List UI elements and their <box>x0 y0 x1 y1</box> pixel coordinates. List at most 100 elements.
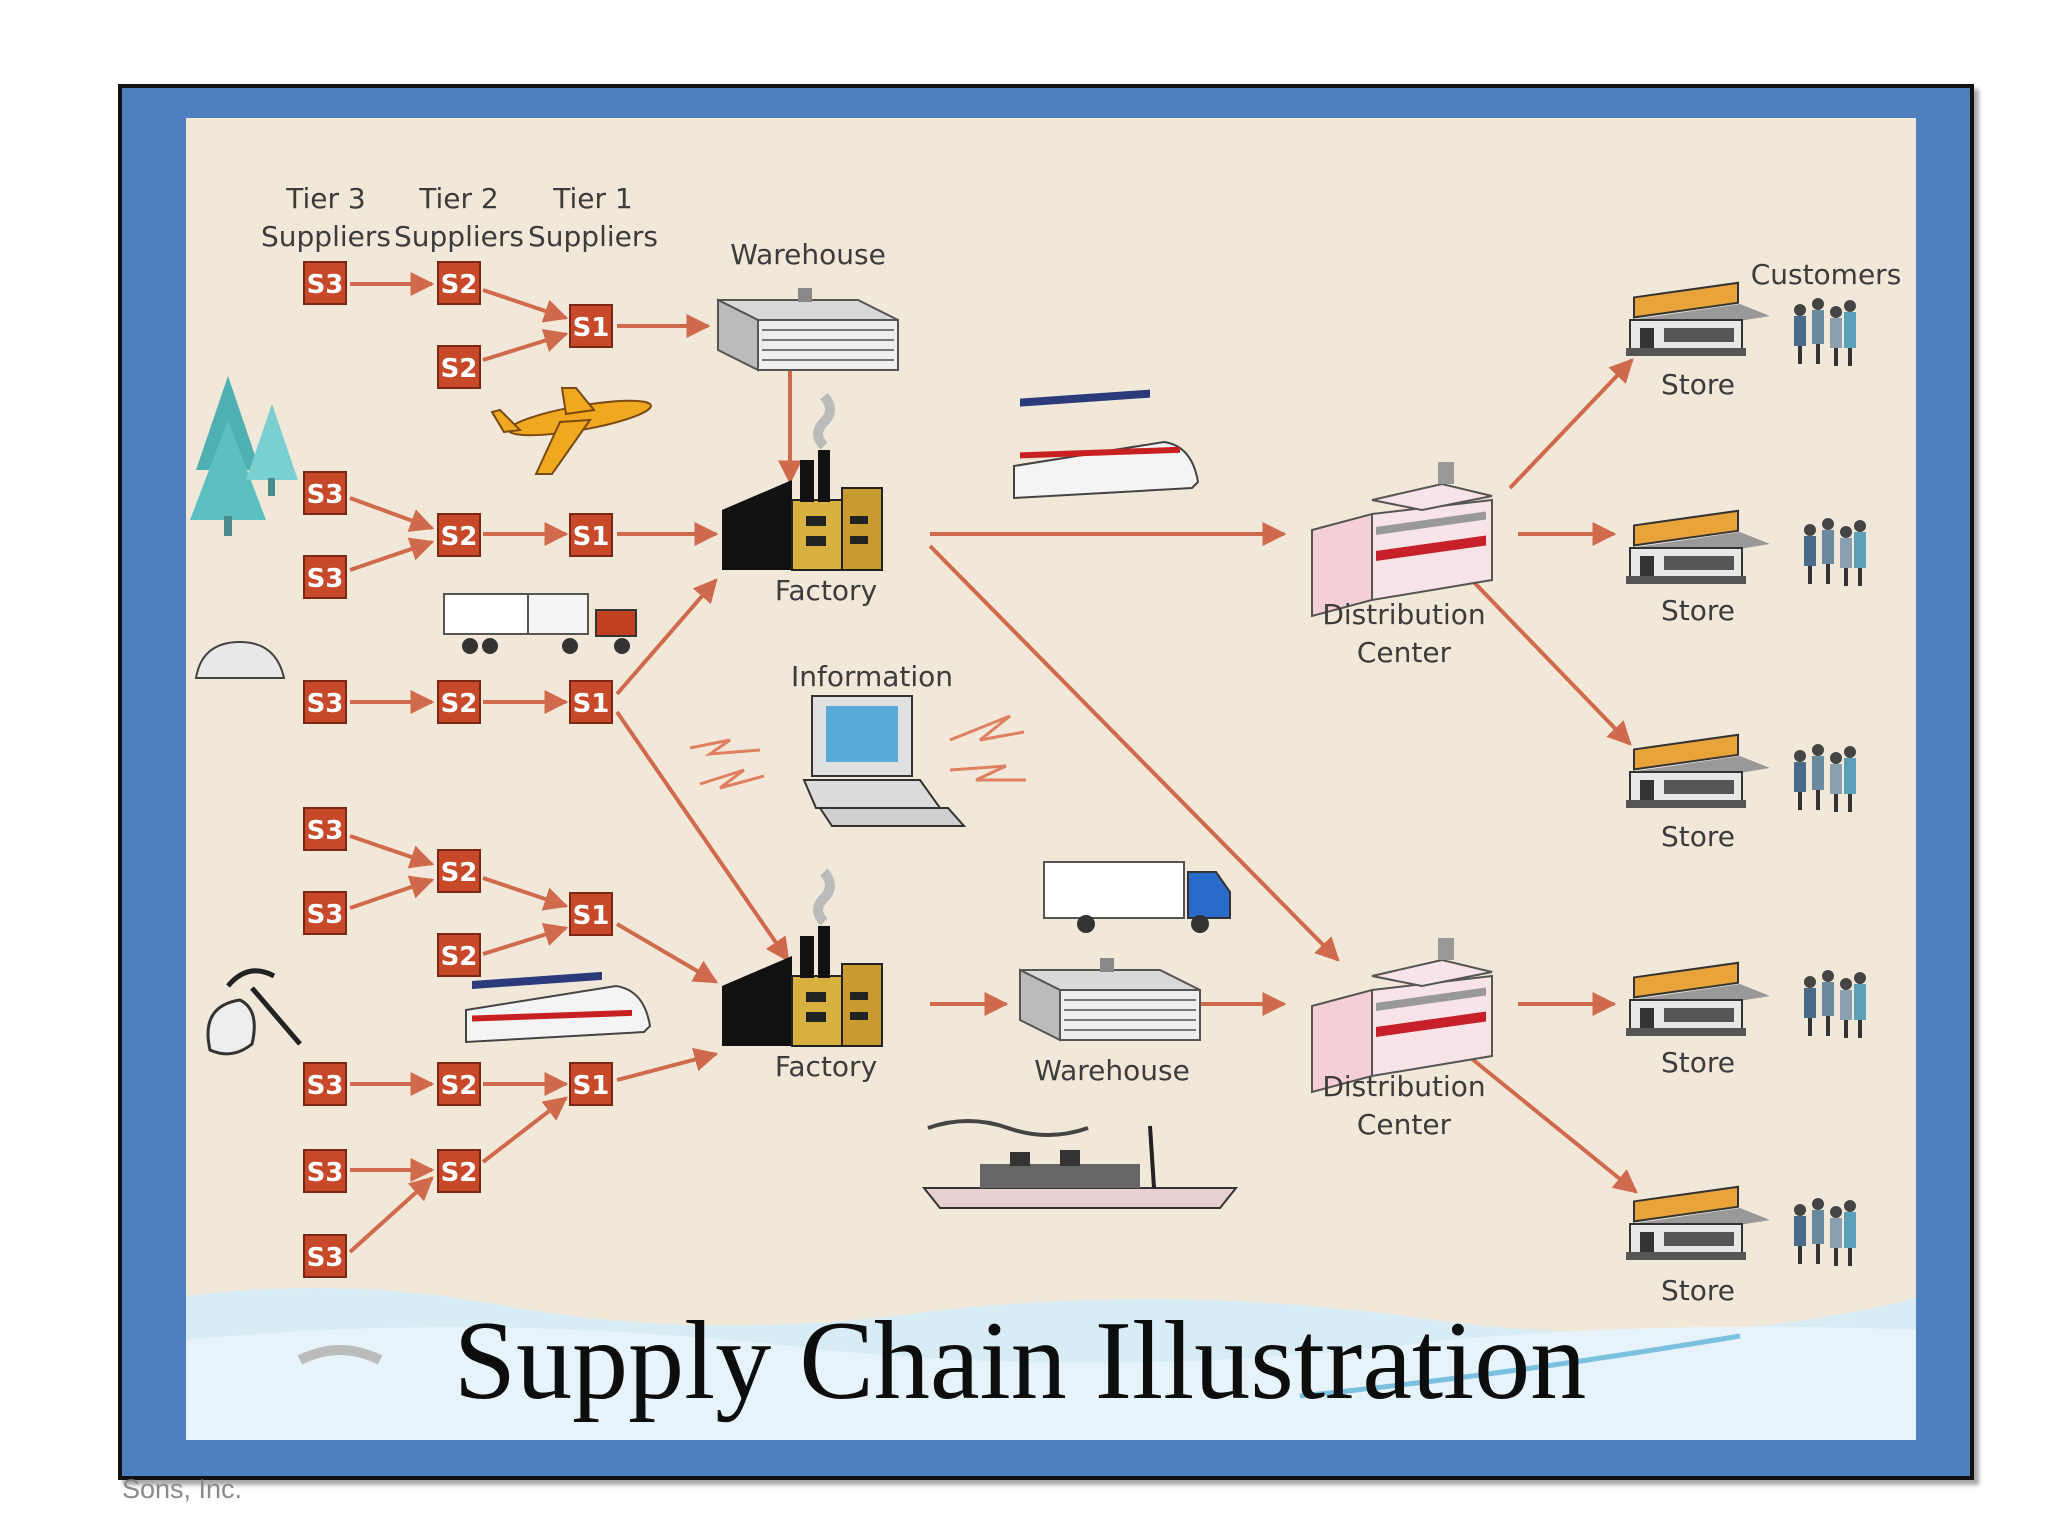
arrow <box>349 496 435 532</box>
customers-icon <box>1804 518 1866 586</box>
rock-icon <box>194 640 286 679</box>
store-icon <box>1625 961 1771 1037</box>
svg-text:S2: S2 <box>441 942 478 972</box>
store-icon <box>1625 509 1771 585</box>
store-label: Store <box>1661 1274 1735 1307</box>
supply-chain-diagram: Tier 3 Suppliers Tier 2 Suppliers Tier 1… <box>186 182 1916 1440</box>
svg-text:Tier 1: Tier 1 <box>552 182 632 215</box>
supplier-box-s3: S3 <box>303 680 347 724</box>
svg-text:Suppliers: Suppliers <box>261 220 391 253</box>
svg-text:S1: S1 <box>573 901 610 931</box>
arrow <box>615 710 790 962</box>
arrow <box>349 875 435 910</box>
flow-arrows <box>348 272 1638 1254</box>
svg-text:S3: S3 <box>307 1071 344 1101</box>
svg-text:Tier 2: Tier 2 <box>418 182 498 215</box>
tree-icon <box>190 376 298 536</box>
store-label: Store <box>1661 368 1735 401</box>
arrow <box>1464 572 1632 746</box>
supplier-box-s2: S2 <box>437 1062 481 1106</box>
airplane-icon <box>490 387 652 475</box>
arrow <box>349 537 435 572</box>
supplier-box-s3: S3 <box>303 1062 347 1106</box>
svg-text:S1: S1 <box>573 522 610 552</box>
supplier-box-s1: S1 <box>569 304 613 348</box>
supplier-box-s2: S2 <box>437 1149 481 1193</box>
arrow <box>482 288 569 323</box>
information-label: Information <box>791 660 953 693</box>
svg-text:S3: S3 <box>307 564 344 594</box>
factory-label: Factory <box>775 1050 877 1083</box>
svg-text:Suppliers: Suppliers <box>528 220 658 253</box>
svg-text:S2: S2 <box>441 858 478 888</box>
svg-text:Center: Center <box>1357 1108 1452 1141</box>
warehouse-icon <box>1019 957 1201 1041</box>
supplier-box-s1: S1 <box>569 1062 613 1106</box>
distribution-center-label: Distribution Center <box>1322 1070 1485 1141</box>
svg-text:Tier 3: Tier 3 <box>285 182 365 215</box>
arrow <box>481 1096 568 1164</box>
arrow <box>928 544 1340 962</box>
store-icon <box>1625 1185 1771 1261</box>
store-icon <box>1625 281 1771 357</box>
arrow <box>349 834 435 869</box>
supplier-box-s1: S1 <box>569 680 613 724</box>
distribution-center-icon <box>1311 937 1493 1093</box>
arrow <box>348 1176 434 1254</box>
supplier-box-s3: S3 <box>303 807 347 851</box>
svg-text:S2: S2 <box>441 1071 478 1101</box>
svg-text:Distribution: Distribution <box>1322 1070 1485 1103</box>
store-icon <box>1625 733 1771 809</box>
supplier-box-s1: S1 <box>569 513 613 557</box>
svg-text:S2: S2 <box>441 354 478 384</box>
tier1-header: Tier 1 Suppliers <box>528 182 658 253</box>
store-label: Store <box>1661 594 1735 627</box>
water-decoration <box>186 1288 1916 1440</box>
arrow <box>482 923 569 956</box>
svg-text:S2: S2 <box>441 1158 478 1188</box>
customers-icon <box>1794 1198 1856 1266</box>
customers-label: Customers <box>1751 258 1902 291</box>
svg-text:S3: S3 <box>307 900 344 930</box>
copyright-credit: Sons, Inc. <box>122 1474 243 1504</box>
arrow <box>1454 1044 1638 1194</box>
computer-icon <box>689 695 1026 827</box>
train-icon <box>465 971 652 1044</box>
svg-text:S3: S3 <box>307 480 344 510</box>
distribution-center-label: Distribution Center <box>1322 598 1485 669</box>
factory-label: Factory <box>775 574 877 607</box>
svg-text:S3: S3 <box>307 689 344 719</box>
arrow <box>482 329 569 362</box>
arrow <box>615 922 719 984</box>
supplier-boxes: S3 S2 S2 S1 S3 S3 S2 S1 S3 S2 S1 S3 S3 S… <box>303 261 613 1278</box>
supplier-box-s2: S2 <box>437 933 481 977</box>
supplier-box-s3: S3 <box>303 471 347 515</box>
svg-text:S2: S2 <box>441 689 478 719</box>
supplier-box-s2: S2 <box>437 345 481 389</box>
supplier-box-s2: S2 <box>437 680 481 724</box>
svg-text:S1: S1 <box>573 1071 610 1101</box>
supplier-box-s2: S2 <box>437 849 481 893</box>
supplier-box-s2: S2 <box>437 261 481 305</box>
svg-text:Suppliers: Suppliers <box>394 220 524 253</box>
tier2-header: Tier 2 Suppliers <box>394 182 524 253</box>
svg-text:Center: Center <box>1357 636 1452 669</box>
supplier-box-s3: S3 <box>303 1149 347 1193</box>
svg-text:Distribution: Distribution <box>1322 598 1485 631</box>
customers-icon <box>1794 744 1856 812</box>
ship-icon <box>921 1119 1239 1209</box>
store-label: Store <box>1661 1046 1735 1079</box>
supplier-box-s3: S3 <box>303 891 347 935</box>
arrow <box>1508 358 1634 490</box>
truck-icon <box>1043 861 1231 933</box>
distribution-center-icon <box>1311 461 1493 617</box>
svg-text:S3: S3 <box>307 270 344 300</box>
supplier-box-s3: S3 <box>303 1234 347 1278</box>
arrow <box>616 1047 719 1082</box>
tier3-header: Tier 3 Suppliers <box>261 182 391 253</box>
train-icon <box>1013 389 1200 500</box>
pickaxe-icon <box>206 968 302 1056</box>
supplier-box-s3: S3 <box>303 555 347 599</box>
arrow <box>615 578 718 696</box>
svg-text:S1: S1 <box>573 689 610 719</box>
